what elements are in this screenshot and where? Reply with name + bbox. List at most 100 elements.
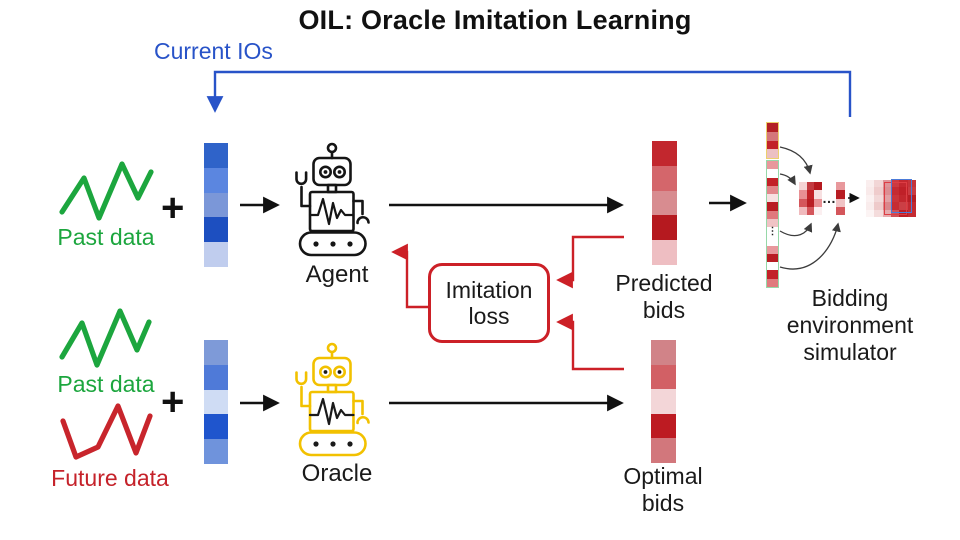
heatmap-cell [866, 180, 875, 188]
heatmap-cell [866, 187, 875, 195]
sim-curve-state-to-grid-left [779, 173, 796, 186]
heatmap-cell [651, 438, 676, 463]
heatmap-cell [907, 187, 916, 195]
predicted-bids-label: Predicted bids [615, 270, 713, 324]
heatmap-row [799, 198, 823, 207]
heatmap-cell [874, 180, 883, 188]
heatmap-cell [814, 182, 823, 191]
heatmap-cell [204, 242, 228, 267]
heatmap-cell [874, 202, 883, 210]
past-data-sparkline-bottom [59, 308, 152, 368]
heatmap-cell [767, 123, 778, 132]
heatmap-cell [907, 202, 916, 210]
simulator-label: Bidding environment simulator [786, 285, 914, 366]
past-data-bottom-label: Past data [57, 371, 155, 397]
heatmap-cell [651, 413, 676, 439]
heatmap-cell [874, 209, 883, 218]
heatmap-cell [874, 194, 883, 203]
heatmap-cell [806, 198, 815, 207]
heatmap-cell [652, 240, 677, 265]
heatmap-cell [767, 210, 778, 219]
heatmap-cell [204, 143, 228, 168]
heatmap-cell [652, 215, 677, 241]
heatmap-row [799, 182, 823, 191]
heatmap-row [799, 206, 823, 215]
heatmap-cell [899, 187, 908, 195]
heatmap-row [866, 187, 916, 195]
heatmap-cell [866, 194, 875, 203]
heatmap-cell [899, 194, 908, 203]
heatmap-cell [899, 180, 908, 188]
heatmap-cell [882, 187, 891, 195]
sim-curve-state-to-narrow [779, 222, 841, 270]
heatmap-cell [806, 206, 815, 215]
heatmap-cell [799, 190, 807, 199]
heatmap-cell [814, 206, 823, 215]
heatmap-cell [890, 194, 900, 203]
sim-state-main-heatmap: ⋮ [766, 160, 779, 288]
page-title: OIL: Oracle Imitation Learning [298, 5, 692, 35]
heatmap-cell [204, 217, 228, 243]
heatmap-cell [204, 439, 228, 464]
heatmap-cell [767, 202, 778, 211]
sim-curve-state-to-grid-top [779, 146, 813, 175]
heatmap-cell [767, 218, 778, 228]
heatmap-cell [767, 169, 778, 178]
heatmap-cell [767, 149, 778, 158]
heatmap-cell [882, 209, 891, 218]
heatmap-row [799, 190, 823, 199]
heatmap-cell [799, 206, 807, 215]
heatmap-cell [890, 187, 900, 195]
heatmap-cell [866, 202, 875, 210]
heatmap-cell [882, 180, 891, 188]
past-data-sparkline-top [59, 161, 154, 221]
sim-state-top-heatmap [766, 122, 779, 159]
heatmap-cell [204, 364, 228, 390]
heatmap-cell [204, 167, 228, 193]
heatmap-cell [767, 194, 778, 203]
agent-label: Agent [305, 261, 369, 288]
current-ios-feedback-arrow [206, 70, 852, 117]
sim-grid-heatmap [799, 182, 823, 215]
optimal-bids-heatmap [651, 340, 676, 463]
heatmap-row [866, 180, 916, 188]
heatmap-cell [767, 270, 778, 279]
heatmap-cell [890, 209, 900, 218]
oracle-input-heatmap [204, 340, 228, 464]
heatmap-cell [767, 278, 778, 287]
heatmap-cell [652, 165, 677, 191]
imitation-loss-box: Imitation loss [428, 263, 550, 343]
heatmap-cell [907, 180, 916, 188]
predicted-bids-heatmap [652, 141, 677, 265]
heatmap-cell [651, 364, 676, 390]
heatmap-cell [806, 190, 815, 199]
heatmap-cell [767, 140, 778, 150]
heatmap-cell [866, 209, 875, 218]
heatmap-row [866, 194, 916, 203]
heatmap-cell [204, 389, 228, 415]
heatmap-cell [204, 414, 228, 440]
heatmap-cell [806, 182, 815, 191]
past-data-top-label: Past data [57, 224, 155, 250]
future-data-sparkline [60, 403, 153, 460]
heatmap-cell: ⋮ [767, 226, 778, 238]
heatmap-cell [907, 209, 916, 218]
heatmap-cell [882, 202, 891, 210]
heatmap-cell [767, 177, 778, 186]
heatmap-cell [652, 190, 677, 216]
heatmap-cell [890, 202, 900, 210]
heatmap-cell [799, 198, 807, 207]
heatmap-cell [767, 161, 778, 170]
agent-robot-icon [296, 144, 369, 255]
plus-sign-bottom: + [161, 380, 185, 424]
sim-output-heatmap [866, 180, 916, 218]
heatmap-cell [899, 209, 908, 218]
heatmap-cell [907, 194, 916, 203]
heatmap-cell [767, 253, 778, 263]
heatmap-cell [651, 389, 676, 414]
optimal-bids-label: Optimal bids [623, 463, 703, 517]
heatmap-cell [882, 194, 891, 203]
heatmap-row [866, 209, 916, 218]
